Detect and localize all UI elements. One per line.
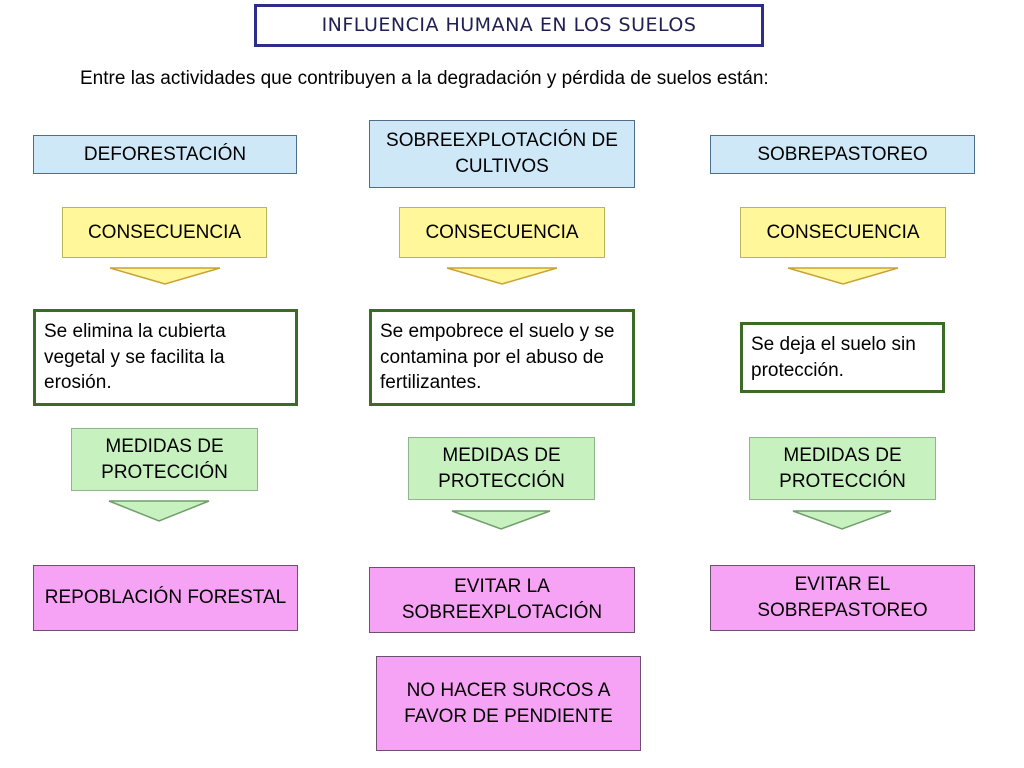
arrow-measure-sobreexplotacion <box>451 510 551 530</box>
consequence-sobreexplotacion: CONSECUENCIA <box>399 207 605 258</box>
measure-sobreexplotacion: MEDIDAS DE PROTECCIÓN <box>408 437 595 500</box>
effect-deforestacion-text: Se elimina la cubierta vegetal y se faci… <box>44 321 226 394</box>
effect-sobrepastoreo-text: Se deja el suelo sin protección. <box>751 333 916 381</box>
arrow-measure-sobrepastoreo <box>792 510 892 530</box>
activity-sobrepastoreo: SOBREPASTOREO <box>710 135 975 174</box>
arrow-measure-deforestacion <box>108 500 210 522</box>
solution-evitar-sobreexplotacion: EVITAR LA SOBREEXPLOTACIÓN <box>369 567 635 633</box>
solution-repoblacion: REPOBLACIÓN FORESTAL <box>33 565 298 631</box>
solution-no-hacer-surcos: NO HACER SURCOS A FAVOR DE PENDIENTE <box>376 656 641 751</box>
consequence-deforestacion: CONSECUENCIA <box>62 207 267 258</box>
effect-sobreexplotacion-text: Se empobrece el suelo y se contamina por… <box>380 321 615 394</box>
arrow-consequence-sobrepastoreo <box>787 267 899 285</box>
activity-sobreexplotacion: SOBREEXPLOTACIÓN DE CULTIVOS <box>369 120 635 188</box>
activity-deforestacion: DEFORESTACIÓN <box>33 135 297 174</box>
effect-deforestacion: Se elimina la cubierta vegetal y se faci… <box>33 309 298 406</box>
consequence-sobrepastoreo: CONSECUENCIA <box>740 207 946 258</box>
diagram-title: INFLUENCIA HUMANA EN LOS SUELOS <box>254 4 764 47</box>
intro-text: Entre las actividades que contribuyen a … <box>80 68 769 89</box>
effect-sobreexplotacion: Se empobrece el suelo y se contamina por… <box>369 309 635 406</box>
effect-sobrepastoreo: Se deja el suelo sin protección. <box>740 322 945 393</box>
arrow-consequence-deforestacion <box>109 267 221 285</box>
solution-evitar-sobrepastoreo: EVITAR EL SOBREPASTOREO <box>710 565 975 631</box>
arrow-consequence-sobreexplotacion <box>446 267 558 285</box>
measure-deforestacion: MEDIDAS DE PROTECCIÓN <box>71 428 258 491</box>
measure-sobrepastoreo: MEDIDAS DE PROTECCIÓN <box>749 437 936 500</box>
